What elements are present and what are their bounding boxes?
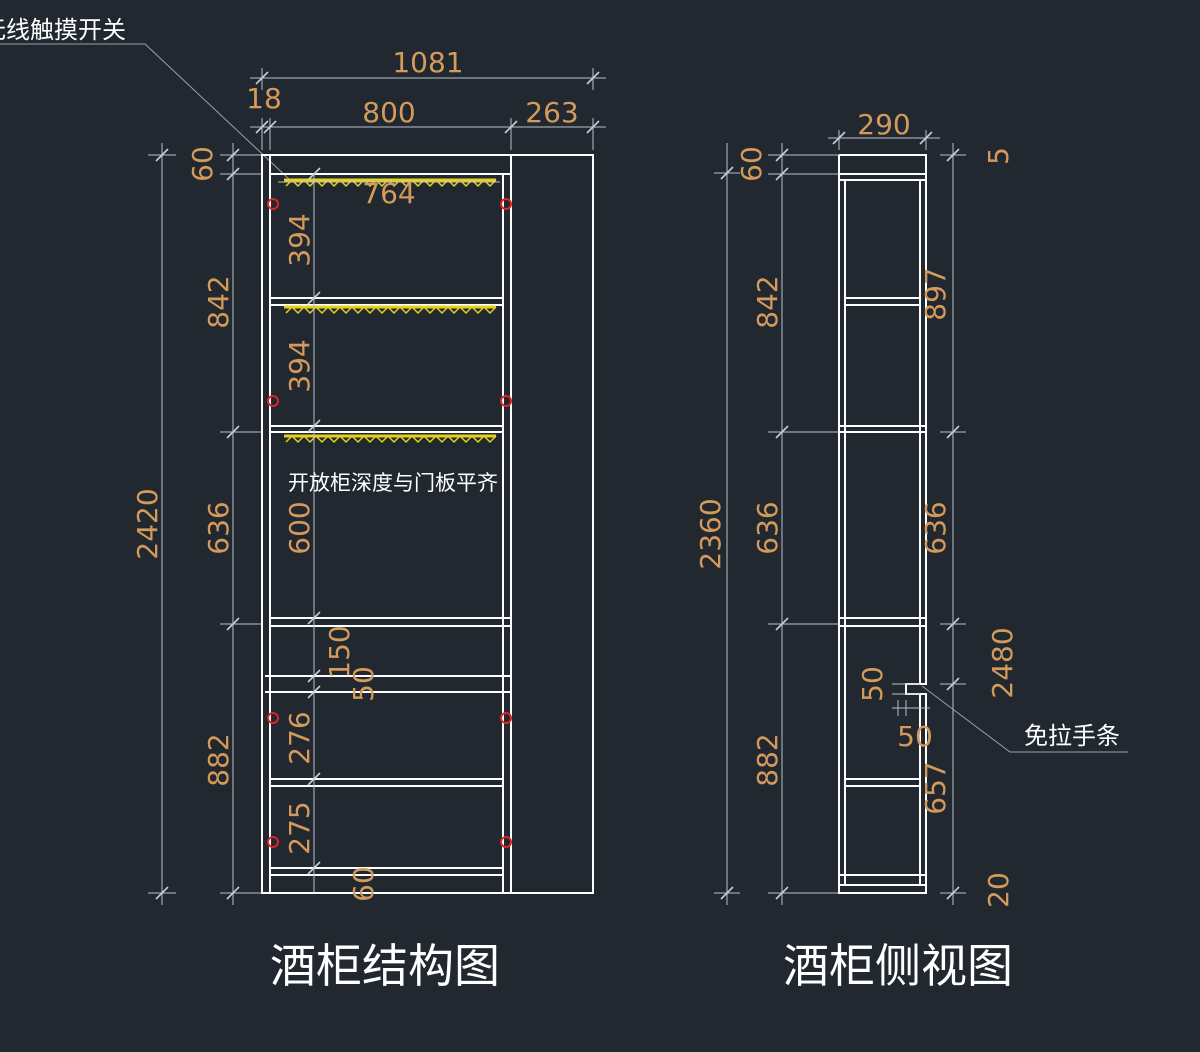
dim-shelf-3: 600: [283, 501, 316, 554]
dim-side-section-4: 882: [751, 733, 784, 786]
dim-side-section-1: 60: [735, 146, 768, 182]
dim-shelf-1: 394: [283, 213, 316, 266]
title-front-view: 酒柜结构图: [270, 939, 500, 993]
dim-shelf-5: 50: [347, 666, 380, 702]
dim-side-section-2: 842: [751, 275, 784, 328]
dim-door-width: 263: [525, 96, 578, 129]
dim-section-1: 60: [186, 146, 219, 182]
side-left-dimensions: 2360 60 842 636 882: [694, 143, 839, 905]
dim-side-section-3: 636: [751, 501, 784, 554]
handle-groove-dimensions: 50 50: [856, 666, 933, 753]
dim-section-4: 882: [202, 733, 235, 786]
front-left-dimensions: 2420 60 842 636 882: [131, 143, 262, 905]
front-cabinet-body: [261, 154, 594, 894]
dim-shelf-6: 276: [283, 711, 316, 764]
dim-shelf-7: 275: [283, 801, 316, 854]
dim-side-depth: 290: [857, 108, 910, 141]
touch-switch-label: 无线触摸开关: [0, 16, 126, 44]
dim-side-right-4: 2480: [986, 627, 1019, 698]
dim-side-right-6: 20: [982, 872, 1015, 908]
dim-side-right-5: 657: [919, 761, 952, 814]
title-side-view: 酒柜侧视图: [783, 939, 1013, 993]
dim-overall-width: 1081: [392, 46, 463, 79]
dim-inner-width: 764: [362, 177, 415, 210]
dim-section-2: 842: [202, 275, 235, 328]
handle-strip-label: 免拉手条: [1024, 722, 1120, 750]
dim-groove-height: 50: [856, 666, 889, 702]
dim-section-3: 636: [202, 501, 235, 554]
handle-strip-leader: [921, 685, 1128, 753]
dim-shelf-2: 394: [283, 339, 316, 392]
led-strips: [284, 178, 497, 444]
dim-shelf-8: 60: [347, 866, 380, 902]
dim-side-right-3: 636: [919, 501, 952, 554]
hinge-marks: [267, 198, 512, 848]
dim-overall-height: 2420: [131, 488, 164, 559]
side-right-dimensions: 5 897 636 2480 657 20: [919, 143, 1019, 908]
front-top-dimensions: 1081 18 800 263: [246, 46, 606, 150]
side-cabinet-body: [838, 154, 927, 894]
dim-shelf-4: 150: [323, 625, 356, 678]
open-depth-note: 开放柜深度与门板平齐: [288, 471, 498, 495]
dim-open-width: 800: [362, 96, 415, 129]
dim-panel-thickness: 18: [246, 82, 282, 115]
dim-side-right-1: 5: [982, 147, 1015, 165]
dim-side-overall-height: 2360: [694, 498, 727, 569]
side-top-dimension: 290: [828, 108, 940, 150]
dim-groove-depth: 50: [897, 720, 933, 753]
dim-side-right-2: 897: [919, 267, 952, 320]
front-interior-dimensions: 764 394 394 600 150 50 276 275 60: [278, 167, 500, 902]
touch-switch-leader: [0, 43, 291, 181]
